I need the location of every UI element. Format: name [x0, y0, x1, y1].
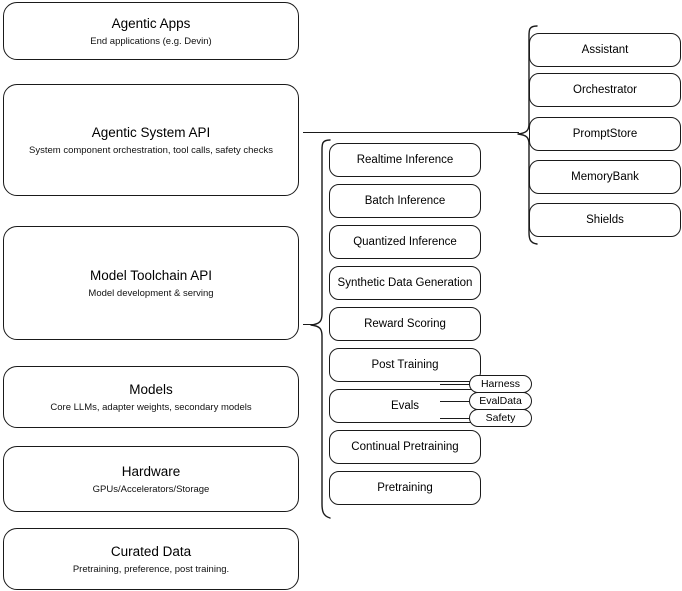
connector-model-toolchain-api-to-capabilities: [303, 324, 313, 326]
capability-box-realtime-inference[interactable]: Realtime Inference: [329, 143, 481, 177]
capability-label: Continual Pretraining: [351, 441, 459, 453]
capability-box-synthetic-data-generation[interactable]: Synthetic Data Generation: [329, 266, 481, 300]
layer-box-curated-data[interactable]: Curated Data Pretraining, preference, po…: [3, 528, 299, 590]
capability-label: Reward Scoring: [364, 318, 446, 330]
layer-title: Model Toolchain API: [89, 267, 213, 283]
eval-badge-label: EvalData: [479, 395, 522, 407]
layer-box-agentic-apps[interactable]: Agentic Apps End applications (e.g. Devi…: [3, 2, 299, 60]
connector-evals-to-safety: [440, 418, 474, 420]
capability-label: Synthetic Data Generation: [337, 277, 473, 289]
capability-box-batch-inference[interactable]: Batch Inference: [329, 184, 481, 218]
capability-label: Quantized Inference: [353, 236, 457, 248]
component-label: PromptStore: [572, 128, 638, 140]
component-label: Assistant: [581, 44, 629, 56]
component-box-memorybank[interactable]: MemoryBank: [529, 160, 681, 194]
capability-box-pretraining[interactable]: Pretraining: [329, 471, 481, 505]
layer-subtitle: System component orchestration, tool cal…: [29, 144, 273, 156]
eval-badge-harness[interactable]: Harness: [469, 375, 532, 393]
layer-title: Agentic System API: [91, 124, 211, 140]
capability-label: Batch Inference: [364, 195, 446, 207]
layer-subtitle: Core LLMs, adapter weights, secondary mo…: [50, 401, 252, 413]
eval-badge-safety[interactable]: Safety: [469, 409, 532, 427]
eval-badge-label: Harness: [480, 378, 521, 390]
layer-subtitle: GPUs/Accelerators/Storage: [92, 483, 210, 495]
connector-evals-to-evaldata: [440, 401, 474, 403]
capability-label: Evals: [390, 400, 420, 412]
layer-title: Curated Data: [110, 543, 192, 559]
component-label: Orchestrator: [573, 84, 637, 96]
brace-model-toolchain: [310, 139, 331, 519]
component-box-shields[interactable]: Shields: [529, 203, 681, 237]
component-box-promptstore[interactable]: PromptStore: [529, 117, 681, 151]
component-label: MemoryBank: [571, 171, 639, 183]
capability-label: Post Training: [371, 359, 439, 371]
layer-box-hardware[interactable]: Hardware GPUs/Accelerators/Storage: [3, 446, 299, 512]
eval-badge-label: Safety: [485, 412, 516, 424]
capability-label: Pretraining: [377, 482, 433, 494]
component-label: Shields: [586, 214, 624, 226]
brace-agentic-system: [517, 25, 538, 245]
layer-subtitle: Model development & serving: [88, 287, 214, 299]
capability-box-quantized-inference[interactable]: Quantized Inference: [329, 225, 481, 259]
layer-box-agentic-system-api[interactable]: Agentic System API System component orch…: [3, 84, 299, 196]
eval-badge-evaldata[interactable]: EvalData: [469, 392, 532, 410]
connector-evals-to-harness: [440, 384, 474, 386]
capability-box-reward-scoring[interactable]: Reward Scoring: [329, 307, 481, 341]
component-box-assistant[interactable]: Assistant: [529, 33, 681, 67]
component-box-orchestrator[interactable]: Orchestrator: [529, 73, 681, 107]
layer-title: Agentic Apps: [111, 15, 191, 31]
layer-box-models[interactable]: Models Core LLMs, adapter weights, secon…: [3, 366, 299, 428]
layer-title: Hardware: [121, 463, 181, 479]
layer-subtitle: End applications (e.g. Devin): [90, 35, 212, 47]
layer-box-model-toolchain-api[interactable]: Model Toolchain API Model development & …: [3, 226, 299, 340]
layer-title: Models: [129, 381, 173, 397]
capability-label: Realtime Inference: [356, 154, 454, 166]
capability-box-continual-pretraining[interactable]: Continual Pretraining: [329, 430, 481, 464]
capability-box-post-training[interactable]: Post Training: [329, 348, 481, 382]
layer-subtitle: Pretraining, preference, post training.: [72, 563, 230, 575]
connector-agentic-system-api-to-components: [303, 132, 519, 134]
capability-box-evals[interactable]: Evals: [329, 389, 481, 423]
